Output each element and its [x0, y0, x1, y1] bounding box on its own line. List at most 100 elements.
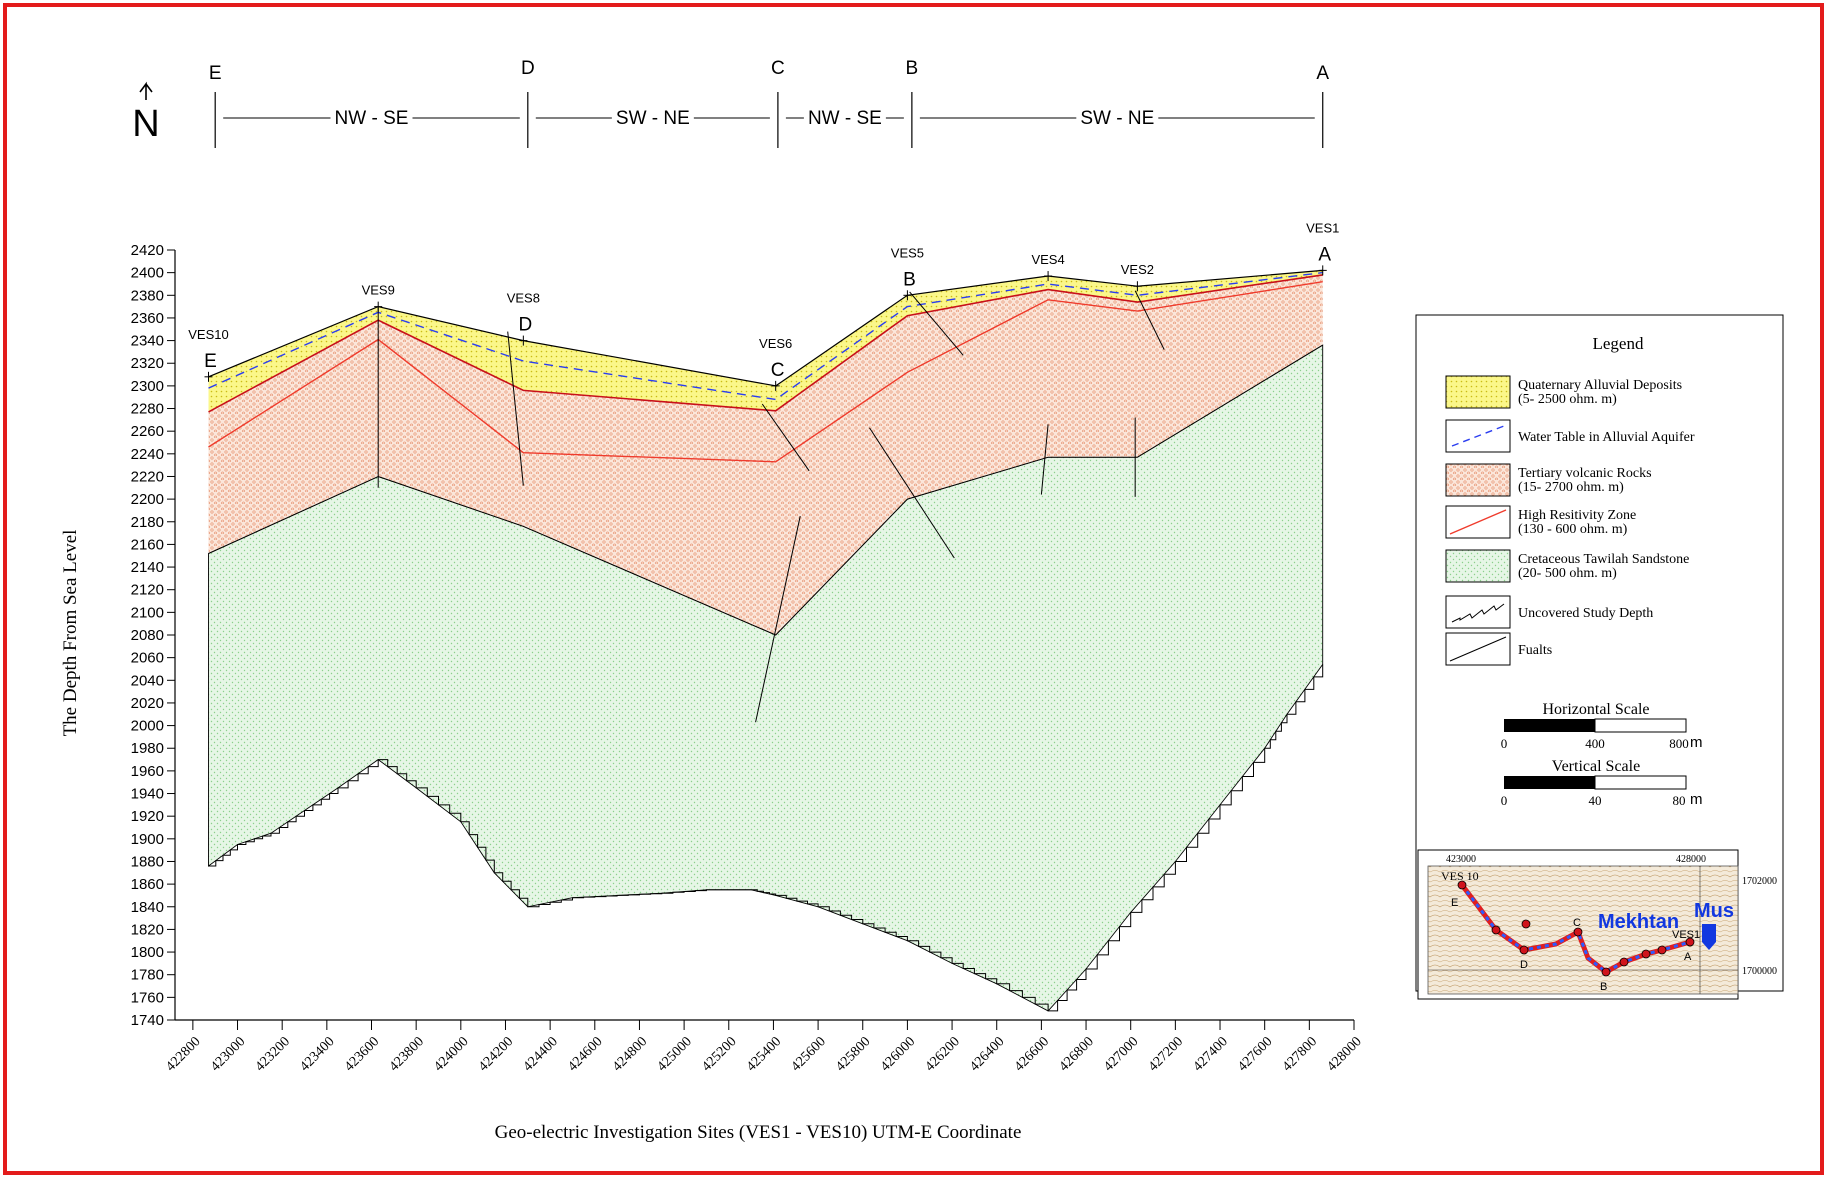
legend-range-volcanic: (15- 2700 ohm. m)	[1518, 480, 1624, 495]
map-place-name-2: Mus	[1694, 900, 1734, 922]
map-point-label-E: E	[1451, 897, 1458, 909]
x-tick-label-423000: 423000	[208, 1034, 248, 1074]
legend-swatch-volcanic-icon	[1445, 463, 1511, 497]
fault-line-3	[755, 515, 801, 723]
y-tick-label-2300: 2300	[131, 378, 164, 395]
vertical-scale-bar: Vertical Scale 0 40 80 m	[1501, 758, 1703, 808]
legend-label-volcanic: Tertiary volcanic Rocks	[1518, 466, 1652, 481]
y-tick-label-1820: 1820	[131, 921, 164, 938]
sandstone-top-line	[208, 344, 1323, 636]
fault-line-1	[507, 331, 524, 486]
legend-range-alluvial: (5- 2500 ohm. m)	[1518, 392, 1617, 407]
horizontal-scale-tick-2: 800	[1669, 736, 1689, 751]
legend-label-alluvial: Quaternary Alluvial Deposits	[1518, 378, 1682, 393]
fault-line-6	[1040, 424, 1049, 495]
y-tick-label-1780: 1780	[131, 967, 164, 984]
legend-label-sandstone: Cretaceous Tawilah Sandstone	[1518, 552, 1689, 567]
vertical-scale-tick-2: 80	[1673, 793, 1686, 808]
header-segment-label-1: NW - SE	[335, 108, 409, 129]
y-tick-label-2340: 2340	[131, 333, 164, 350]
map-ves-point-2	[1491, 925, 1501, 935]
x-tick-label-423400: 423400	[297, 1034, 337, 1074]
y-tick-label-1980: 1980	[131, 740, 164, 757]
station-name-VES4: VES4	[1031, 252, 1064, 267]
y-tick-label-2180: 2180	[131, 514, 164, 531]
vertical-scale-unit: m	[1690, 791, 1703, 808]
y-tick-label-1840: 1840	[131, 899, 164, 916]
x-tick-label-426400: 426400	[967, 1034, 1007, 1074]
map-label-1702000: 1702000	[1742, 876, 1777, 887]
legend-swatch-alluvial-icon	[1445, 375, 1511, 409]
header-point-B: B	[906, 58, 919, 79]
y-tick-label-2360: 2360	[131, 310, 164, 327]
map-label-423000: 423000	[1446, 854, 1476, 865]
header-segment-label-4: SW - NE	[1080, 108, 1154, 129]
station-name-VES6: VES6	[759, 336, 792, 351]
x-tick-label-424000: 424000	[431, 1034, 471, 1074]
y-tick-label-1920: 1920	[131, 808, 164, 825]
legend-swatch-fault-icon	[1449, 636, 1507, 662]
legend-range-high-res: (130 - 600 ohm. m)	[1518, 522, 1628, 537]
map-ves-point-3	[1519, 945, 1529, 955]
y-tick-label-2120: 2120	[131, 582, 164, 599]
x-tick-label-425800: 425800	[833, 1034, 873, 1074]
legend-swatch-zigzag-frame	[1445, 595, 1511, 629]
x-tick-label-427400: 427400	[1191, 1034, 1231, 1074]
horizontal-scale-white	[1594, 718, 1687, 733]
vertical-scale-white	[1594, 775, 1687, 790]
map-point-label-A: A	[1684, 951, 1692, 963]
x-tick-label-426200: 426200	[923, 1034, 963, 1074]
y-tick-label-2080: 2080	[131, 627, 164, 644]
vertical-scale-title: Vertical Scale	[1552, 758, 1640, 775]
map-start-label: VES 10	[1441, 869, 1479, 883]
legend-item-water-table: Water Table in Alluvial Aquifer	[1445, 419, 1695, 453]
high-resistivity-line	[208, 281, 1323, 463]
x-tick-label-425200: 425200	[699, 1034, 739, 1074]
station-letter-VES6: C	[771, 360, 785, 381]
page-border	[3, 3, 1824, 1175]
legend-label-high-res: High Resitivity Zone	[1518, 508, 1636, 523]
x-tick-label-427800: 427800	[1280, 1034, 1320, 1074]
map-ves-points	[1457, 880, 1695, 977]
x-tick-label-423800: 423800	[387, 1034, 427, 1074]
horizontal-scale-tick-1: 400	[1585, 736, 1605, 751]
fault-line-4	[869, 427, 955, 559]
y-tick-label-2200: 2200	[131, 491, 164, 508]
legend-swatch-high-res-icon	[1449, 509, 1507, 535]
station-name-VES8: VES8	[507, 291, 540, 306]
x-tick-label-425600: 425600	[789, 1034, 829, 1074]
x-tick-label-423600: 423600	[342, 1034, 382, 1074]
map-ves-point-5	[1573, 927, 1583, 937]
map-ves-point-1	[1457, 880, 1467, 890]
x-tick-label-427600: 427600	[1235, 1034, 1275, 1074]
map-ves-point-6	[1601, 967, 1611, 977]
legend-title: Legend	[1593, 334, 1644, 353]
uncovered-depth-line	[208, 664, 1324, 1012]
station-letter-VES5: B	[903, 269, 916, 290]
map-ves-point-7	[1619, 957, 1629, 967]
legend-item-high-res: High Resitivity Zone(130 - 600 ohm. m)	[1445, 505, 1636, 539]
map-place-name: Mekhtan	[1598, 911, 1679, 933]
x-tick-label-426800: 426800	[1057, 1034, 1097, 1074]
y-tick-label-2260: 2260	[131, 423, 164, 440]
vertical-scale-black	[1504, 776, 1595, 789]
header-segment-label-3: NW - SE	[808, 108, 882, 129]
map-ves-point-8	[1641, 949, 1651, 959]
fault-lines	[377, 290, 1165, 723]
map-label-1700000: 1700000	[1742, 966, 1777, 977]
map-ves-point-4	[1521, 919, 1531, 929]
header-point-D: D	[521, 58, 535, 79]
station-letter-VES10: E	[204, 351, 217, 372]
volcanic-layer	[208, 274, 1323, 635]
x-tick-label-424200: 424200	[476, 1034, 516, 1074]
legend-item-volcanic: Tertiary volcanic Rocks(15- 2700 ohm. m)	[1445, 463, 1652, 497]
x-tick-label-425400: 425400	[744, 1034, 784, 1074]
map-label-428000: 428000	[1676, 854, 1706, 865]
alluvial-layer	[208, 270, 1323, 412]
station-letter-VES1: A	[1318, 244, 1331, 265]
map-ves-point-9	[1657, 945, 1667, 955]
